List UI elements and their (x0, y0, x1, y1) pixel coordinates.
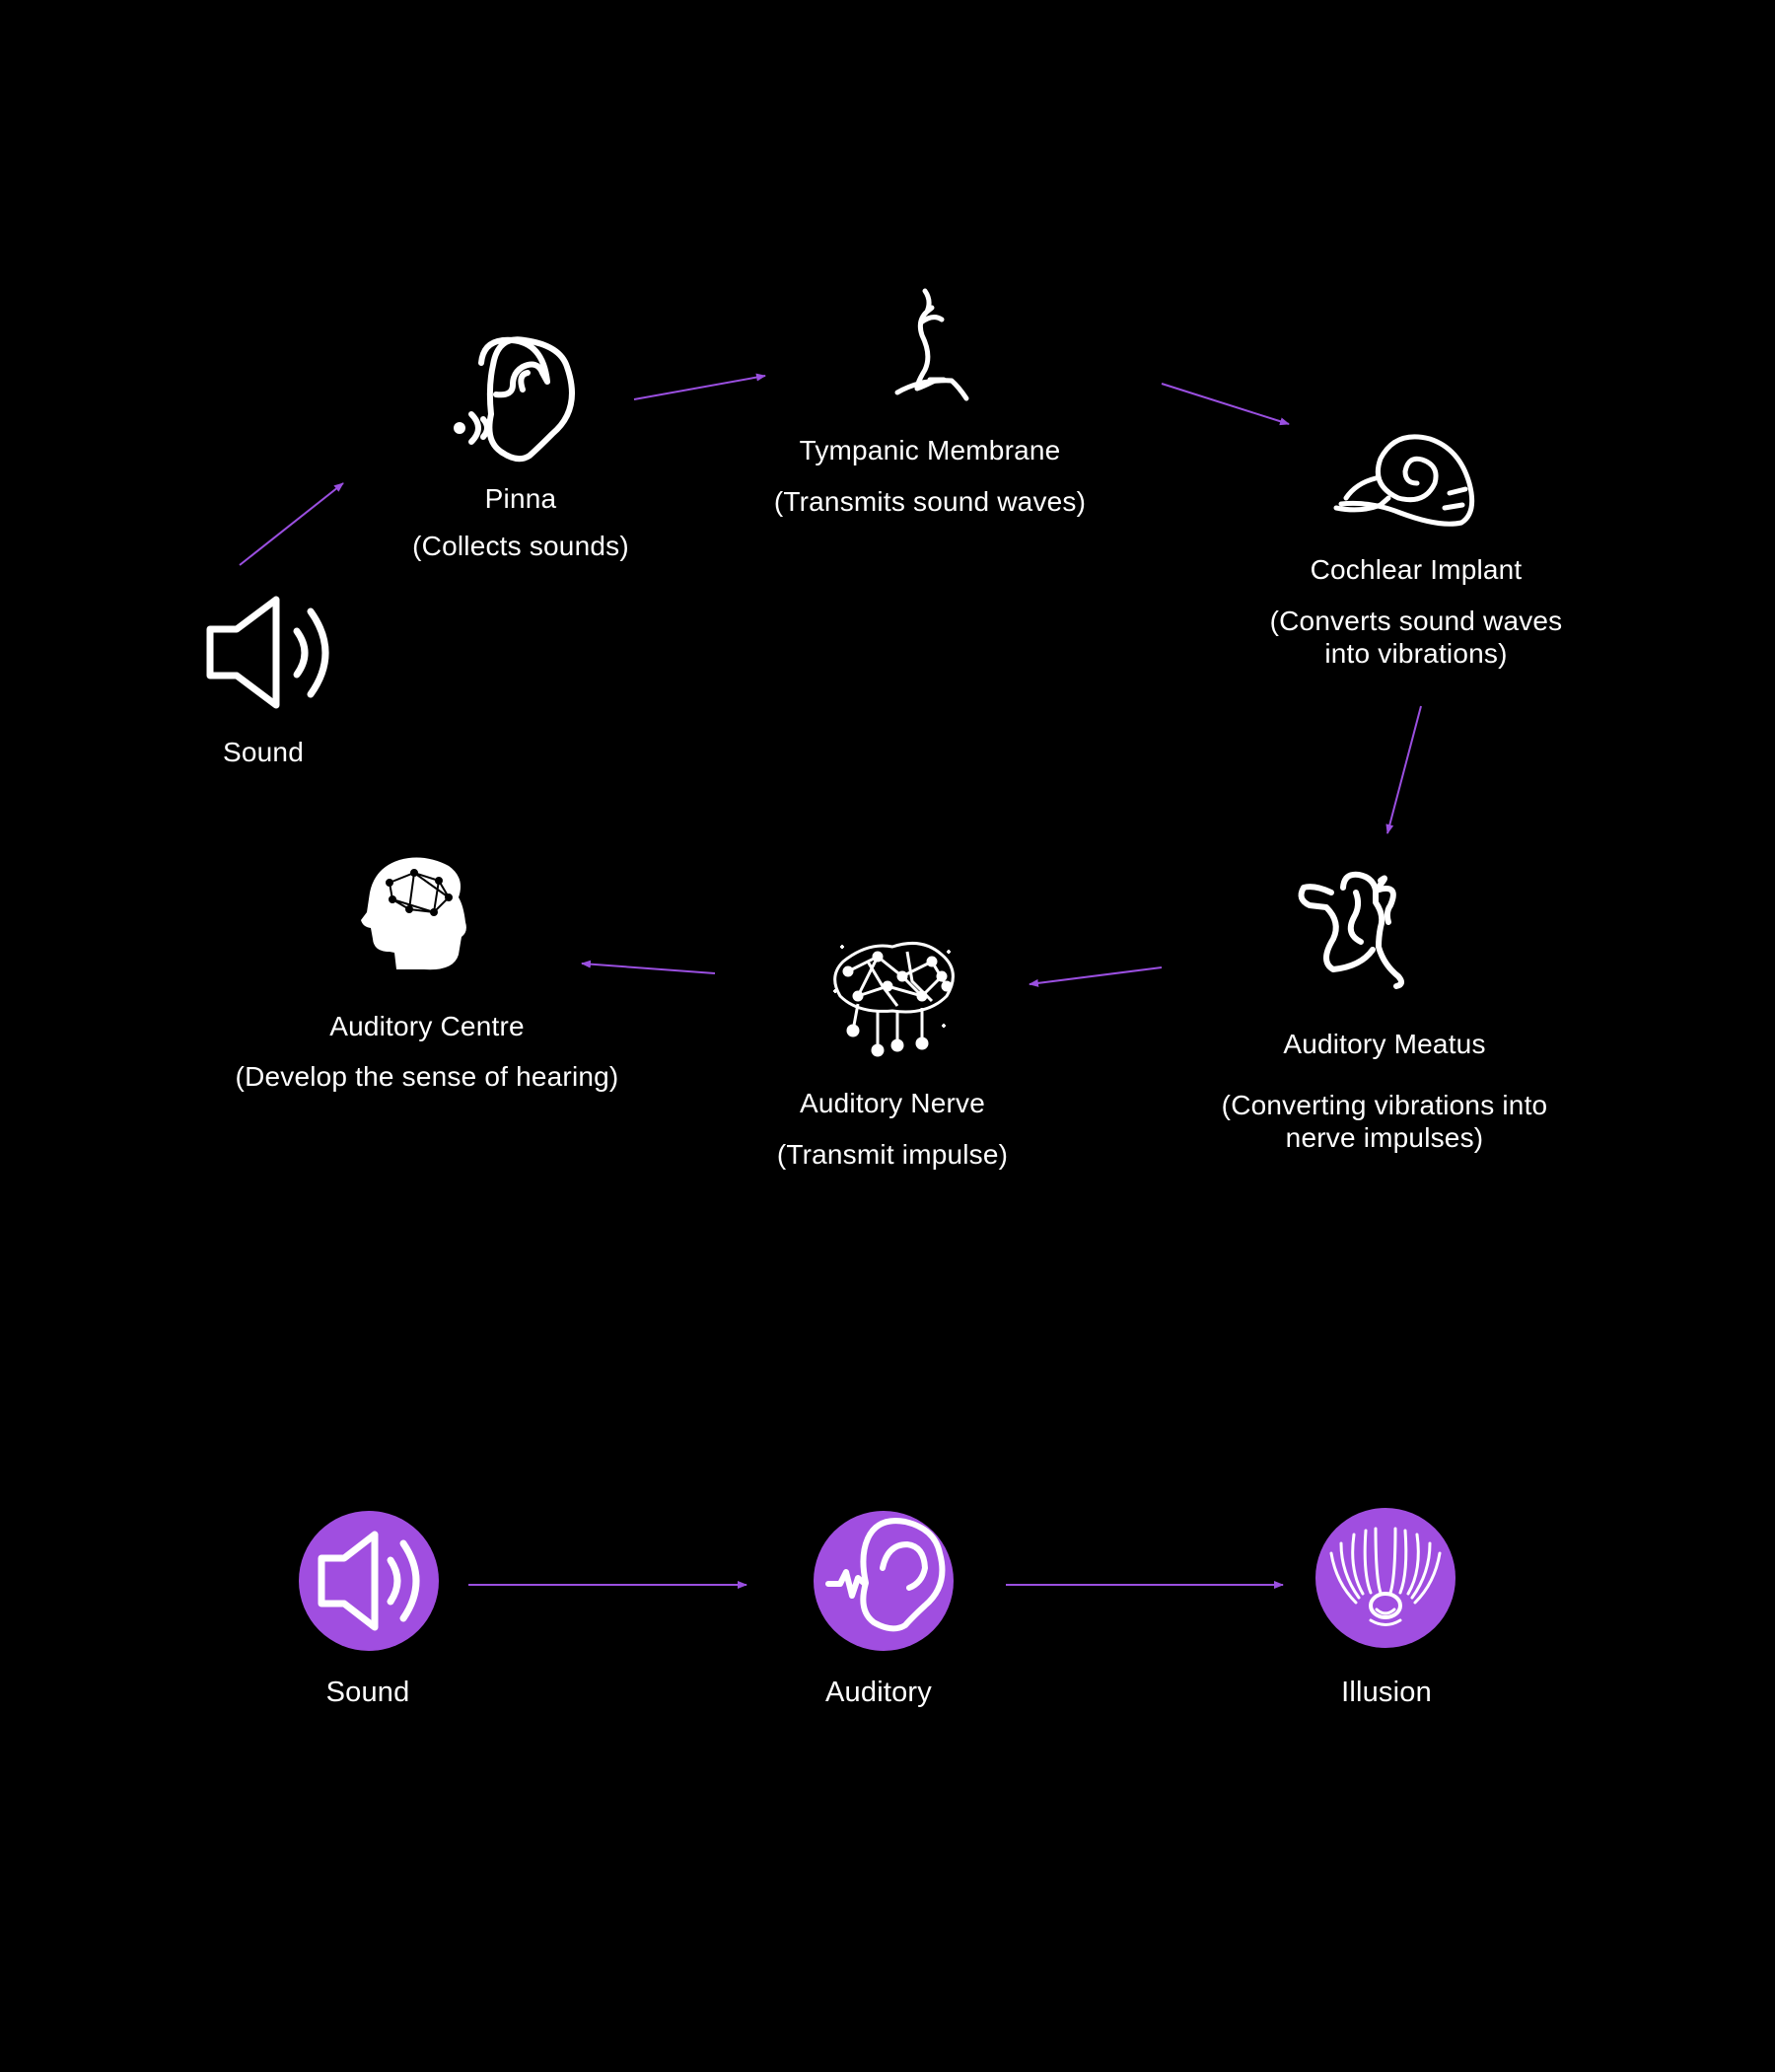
node-meatus: Auditory Meatus (Converting vibrations i… (1222, 1028, 1548, 1154)
node-tympanic: Tympanic Membrane (Transmits sound waves… (774, 434, 1086, 518)
node-centre: Auditory Centre (Develop the sense of he… (236, 1010, 619, 1093)
node-sound: Sound (223, 736, 304, 768)
node-meatus-desc: (Converting vibrations into nerve impuls… (1221, 1090, 1548, 1153)
summary-sound-circle (299, 1511, 439, 1651)
ear-wave-icon (825, 1518, 946, 1632)
node-sound-title: Sound (223, 737, 304, 767)
node-cochlear-title: Cochlear Implant (1310, 554, 1523, 585)
neural-network-icon (833, 941, 955, 1057)
node-pinna-desc: (Collects sounds) (412, 531, 629, 561)
node-pinna: Pinna (Collects sounds) (412, 482, 629, 562)
tympanic-membrane-icon (894, 288, 969, 401)
node-tympanic-desc: (Transmits sound waves) (773, 486, 1087, 517)
summary-auditory-circle (814, 1511, 954, 1651)
arrow-pinna-to-tympanic (633, 373, 766, 400)
ear-canal-icon (1298, 871, 1404, 989)
node-centre-desc: (Develop the sense of hearing) (235, 1061, 619, 1092)
node-nerve-title: Auditory Nerve (800, 1088, 985, 1118)
node-meatus-title: Auditory Meatus (1283, 1029, 1486, 1059)
speaker-icon (206, 596, 329, 709)
brain-head-icon (361, 857, 466, 970)
arrow-meatus-to-nerve (1029, 966, 1163, 987)
node-tympanic-title: Tympanic Membrane (799, 435, 1061, 465)
ear-sound-icon (454, 336, 575, 463)
speaker-icon (318, 1531, 420, 1631)
node-cochlear: Cochlear Implant (Converts sound waves i… (1270, 553, 1563, 670)
illusion-face-icon (1329, 1527, 1442, 1626)
summary-auditory-label: Auditory (825, 1677, 932, 1708)
node-centre-title: Auditory Centre (329, 1011, 525, 1041)
summary-sound-label: Sound (325, 1677, 410, 1708)
node-nerve: Auditory Nerve (Transmit impulse) (777, 1087, 1008, 1171)
arrow-cochlear-to-meatus (1385, 705, 1422, 834)
node-nerve-desc: (Transmit impulse) (776, 1139, 1009, 1170)
arrow-nerve-to-centre (581, 960, 716, 974)
summary-illusion-circle (1315, 1508, 1456, 1648)
arrow-sound-to-pinna (239, 482, 344, 566)
node-pinna-title: Pinna (484, 483, 557, 514)
node-cochlear-desc: (Converts sound waves into vibrations) (1269, 606, 1563, 669)
summary-illusion-label: Illusion (1341, 1677, 1432, 1708)
cochlea-snail-icon (1333, 434, 1475, 527)
arrow-tympanic-to-cochlear (1161, 383, 1290, 426)
